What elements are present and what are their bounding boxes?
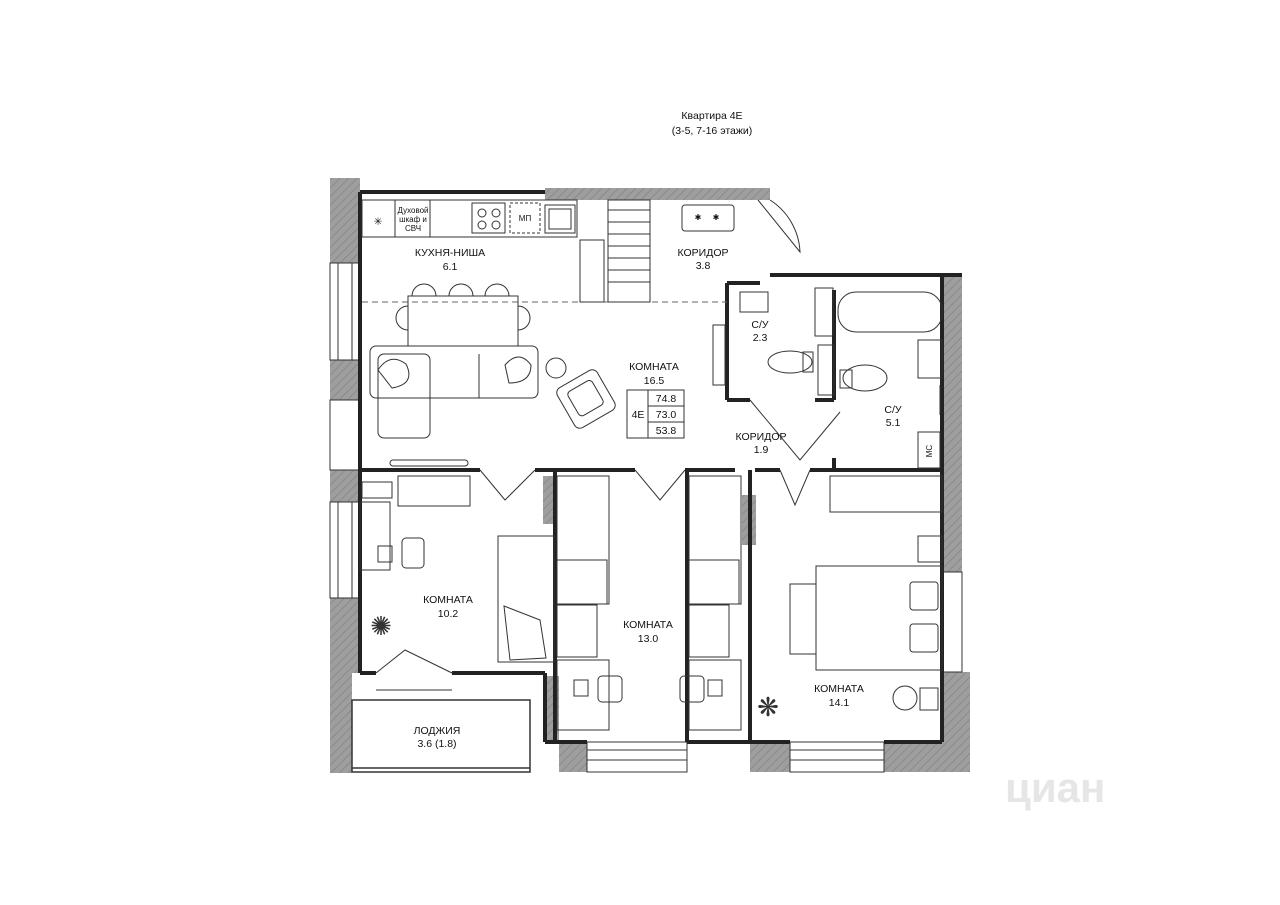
- room-area-living: 16.5: [644, 375, 665, 387]
- room-area-corridor-2: 1.9: [754, 444, 769, 456]
- tv-unit: [389, 459, 469, 467]
- coffee-table: [545, 357, 567, 379]
- room-name-living: КОМНАТА: [629, 361, 679, 373]
- oven-label-2: шкаф и: [399, 215, 427, 224]
- room-area-wc-2: 5.1: [886, 417, 901, 429]
- armchair: [556, 369, 616, 429]
- room-area-bedroom-3: 14.1: [829, 697, 850, 709]
- oven-label-1: Духовой: [397, 206, 428, 215]
- plant-icon: ✺: [370, 611, 392, 641]
- washer-label: МС: [925, 445, 934, 458]
- summary-total-area: 74.8: [656, 393, 677, 405]
- plan-subtitle: (3-5, 7-16 этажи): [672, 125, 752, 137]
- room-name-bedroom-3: КОМНАТА: [814, 683, 864, 695]
- plant-icon-2: ❋: [757, 692, 779, 722]
- doors: [375, 469, 811, 691]
- corridor-wardrobes: [579, 199, 735, 303]
- summary-area-2: 73.0: [656, 409, 677, 421]
- dishwasher-label: МП: [519, 214, 532, 223]
- room-name-bedroom-1: КОМНАТА: [423, 594, 473, 606]
- room-name-wc-1: С/У: [751, 319, 769, 331]
- summary-table: [626, 389, 685, 439]
- bathroom-small-fixtures: [739, 287, 841, 461]
- interior-walls: [358, 190, 962, 744]
- oven-label-3: СВЧ: [405, 224, 421, 233]
- room-name-wc-2: С/У: [884, 404, 902, 416]
- room-name-kitchen: КУХНЯ-НИША: [415, 247, 485, 259]
- room-name-corridor-1: КОРИДОР: [678, 247, 729, 259]
- summary-code: 4E: [632, 409, 645, 421]
- hood-icon: ✳: [374, 216, 383, 228]
- room-area-loggia: 3.6 (1.8): [417, 738, 456, 750]
- bathroom-large-fixtures: [837, 291, 943, 469]
- room-area-bedroom-1: 10.2: [438, 608, 459, 620]
- loggia-outline: [351, 699, 531, 773]
- beds: [497, 535, 943, 671]
- room-labels: КУХНЯ-НИША 6.1 КОРИДОР 3.8 С/У 2.3 КОМНА…: [414, 247, 902, 750]
- room-area-bedroom-2: 13.0: [638, 633, 659, 645]
- room-name-corridor-2: КОРИДОР: [736, 431, 787, 443]
- room-name-loggia: ЛОДЖИЯ: [414, 725, 461, 737]
- sink-tap-icon-2: ✱: [713, 213, 720, 222]
- entrance-door: [757, 199, 801, 254]
- sink-tap-icon: ✱: [695, 213, 702, 222]
- room-area-kitchen: 6.1: [443, 261, 458, 273]
- room-name-bedroom-2: КОМНАТА: [623, 619, 673, 631]
- desks: [377, 537, 939, 711]
- sofa: [369, 345, 539, 439]
- room-area-wc-1: 2.3: [753, 332, 768, 344]
- plan-title: Квартира 4E: [681, 110, 742, 122]
- dining-table: [395, 283, 531, 347]
- kitchen-counter: [361, 199, 578, 238]
- room-area-corridor-1: 3.8: [696, 260, 711, 272]
- watermark-logo: циан: [1005, 764, 1105, 811]
- summary-living-area: 53.8: [656, 425, 677, 437]
- radiator: [712, 324, 726, 386]
- windows: [329, 262, 963, 773]
